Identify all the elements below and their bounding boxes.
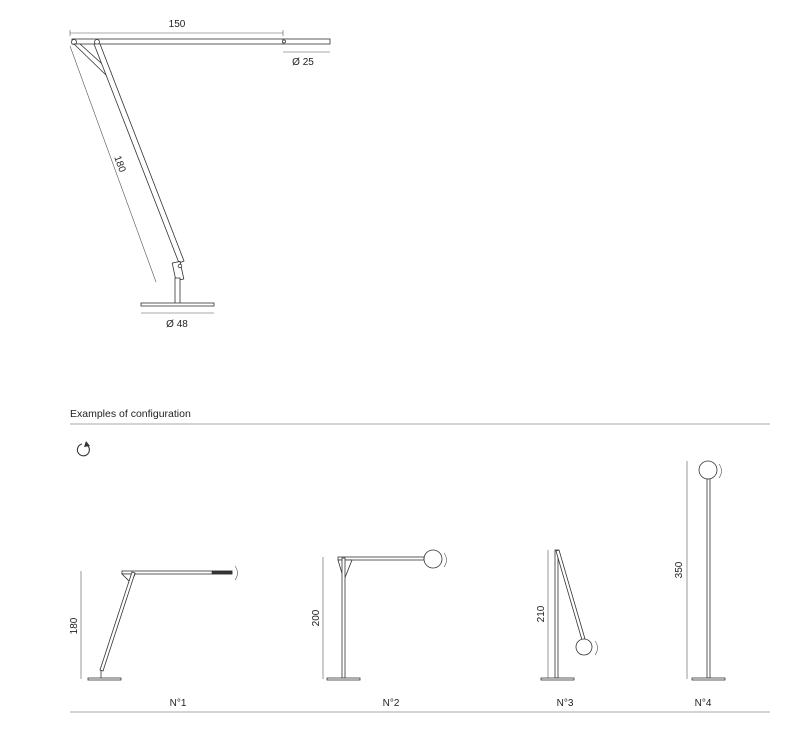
config-1-drawing: 180	[69, 565, 238, 681]
head-diameter-label: Ø 25	[292, 57, 314, 68]
config-2-drawing: 200	[311, 549, 447, 681]
config-1-label: N°1	[170, 698, 187, 709]
config-4-label: N°4	[695, 698, 712, 709]
config-3-globe	[575, 638, 593, 656]
config-2-label: N°2	[383, 698, 400, 709]
config-1-height-label: 180	[69, 617, 80, 634]
base-plate	[140, 302, 215, 307]
config-4-height-label: 350	[674, 561, 685, 578]
section-title: Examples of configuration	[70, 408, 191, 420]
config-2-height-label: 200	[311, 609, 322, 626]
config-3-label: N°3	[557, 698, 574, 709]
config-3-drawing: 210	[536, 549, 598, 681]
stem	[174, 277, 181, 305]
arm-length-dimension-line	[69, 45, 157, 283]
arm-length-label: 180	[111, 154, 127, 174]
config-4-globe	[698, 460, 718, 480]
main-lamp-drawing: 150 Ø 25 180 Ø 48	[69, 19, 331, 330]
diagonal-arm	[93, 43, 185, 264]
config-3-height-label: 210	[536, 605, 547, 622]
width-label: 150	[169, 19, 186, 30]
config-4-drawing: 350	[674, 460, 726, 681]
base-diameter-label: Ø 48	[166, 319, 188, 330]
horizontal-arm	[71, 38, 331, 45]
config-2-globe	[423, 549, 443, 569]
rotate-icon	[76, 441, 90, 457]
